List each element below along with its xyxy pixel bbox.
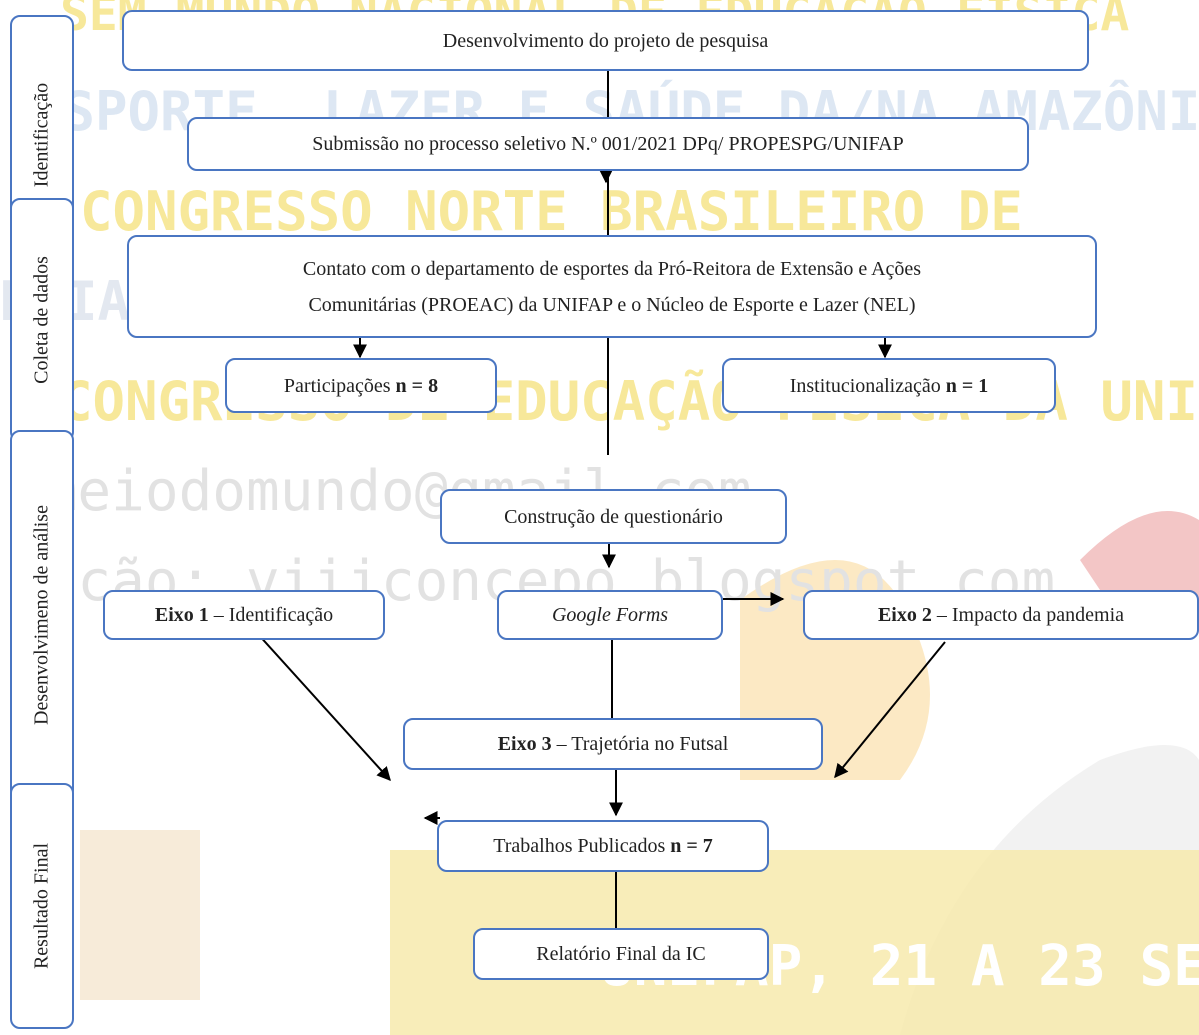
eixo2-title: Eixo 2: [877, 604, 932, 626]
node-desenvolvimento-projeto: Desenvolvimento do projeto de pesquisa: [122, 10, 1089, 71]
node-construcao-questionario: Construção de questionário: [440, 489, 787, 544]
eixo3-title: Eixo 3: [497, 733, 552, 755]
node-contato: Contato com o departamento de esportes d…: [127, 235, 1097, 338]
eixo3-desc: – Trajetória no Futsal: [551, 733, 729, 755]
node-trabalhos-publicados: Trabalhos Publicados n = 7: [437, 820, 769, 872]
node-google-forms-text: Google Forms: [551, 604, 669, 626]
participacoes-value: n = 8: [395, 374, 439, 397]
node-eixo1: Eixo 1 – Identificação: [103, 590, 385, 640]
watermark-building: [80, 830, 200, 1000]
participacoes-label: Participações: [283, 374, 396, 397]
stage-coleta: Coleta de dados: [10, 198, 74, 442]
node-trabalhos-text: Trabalhos Publicados n = 7: [493, 828, 713, 864]
node-eixo3: Eixo 3 – Trajetória no Futsal: [403, 718, 823, 770]
eixo1-desc: – Identificação: [208, 604, 334, 626]
node-submissao: Submissão no processo seletivo N.º 001/2…: [187, 117, 1029, 171]
trabalhos-value: n = 7: [670, 835, 713, 857]
node-institucionalizacao: Institucionalização n = 1: [722, 358, 1056, 413]
node-contato-line-2: Comunitárias (PROEAC) da UNIFAP e o Núcl…: [308, 293, 916, 316]
node-eixo3-text: Eixo 3 – Trajetória no Futsal: [498, 726, 729, 762]
stage-resultado-label: Resultado Final: [30, 842, 53, 970]
stage-identificacao-label: Identificação: [30, 82, 53, 188]
eixo2-desc: – Impacto da pandemia: [931, 604, 1125, 626]
node-construcao-questionario-text: Construção de questionário: [504, 505, 723, 528]
node-relatorio-final: Relatório Final da IC: [473, 928, 769, 980]
institucionalizacao-value: n = 1: [945, 374, 989, 397]
node-relatorio-final-text: Relatório Final da IC: [536, 943, 706, 965]
watermark-line-3: CONGRESSO NORTE BRASILEIRO DE: [80, 180, 1023, 243]
stage-analise-label: Desenvolvimeno de análise: [30, 505, 53, 725]
eixo1-title: Eixo 1: [154, 604, 209, 626]
institucionalizacao-label: Institucionalização: [789, 374, 946, 397]
node-contato-line-1: Contato com o departamento de esportes d…: [302, 257, 922, 280]
node-institucionalizacao-text: Institucionalização n = 1: [790, 368, 989, 404]
node-desenvolvimento-projeto-text: Desenvolvimento do projeto de pesquisa: [442, 29, 769, 52]
node-eixo2: Eixo 2 – Impacto da pandemia: [803, 590, 1199, 640]
trabalhos-label: Trabalhos Publicados: [493, 835, 671, 857]
stage-coleta-label: Coleta de dados: [30, 256, 53, 384]
node-google-forms: Google Forms: [497, 590, 723, 640]
node-participacoes-text: Participações n = 8: [284, 368, 438, 404]
node-eixo2-text: Eixo 2 – Impacto da pandemia: [878, 597, 1124, 633]
node-participacoes: Participações n = 8: [225, 358, 497, 413]
node-submissao-text: Submissão no processo seletivo N.º 001/2…: [312, 133, 904, 155]
stage-analise: Desenvolvimeno de análise: [10, 430, 74, 800]
stage-resultado: Resultado Final: [10, 783, 74, 1029]
node-eixo1-text: Eixo 1 – Identificação: [155, 597, 333, 633]
